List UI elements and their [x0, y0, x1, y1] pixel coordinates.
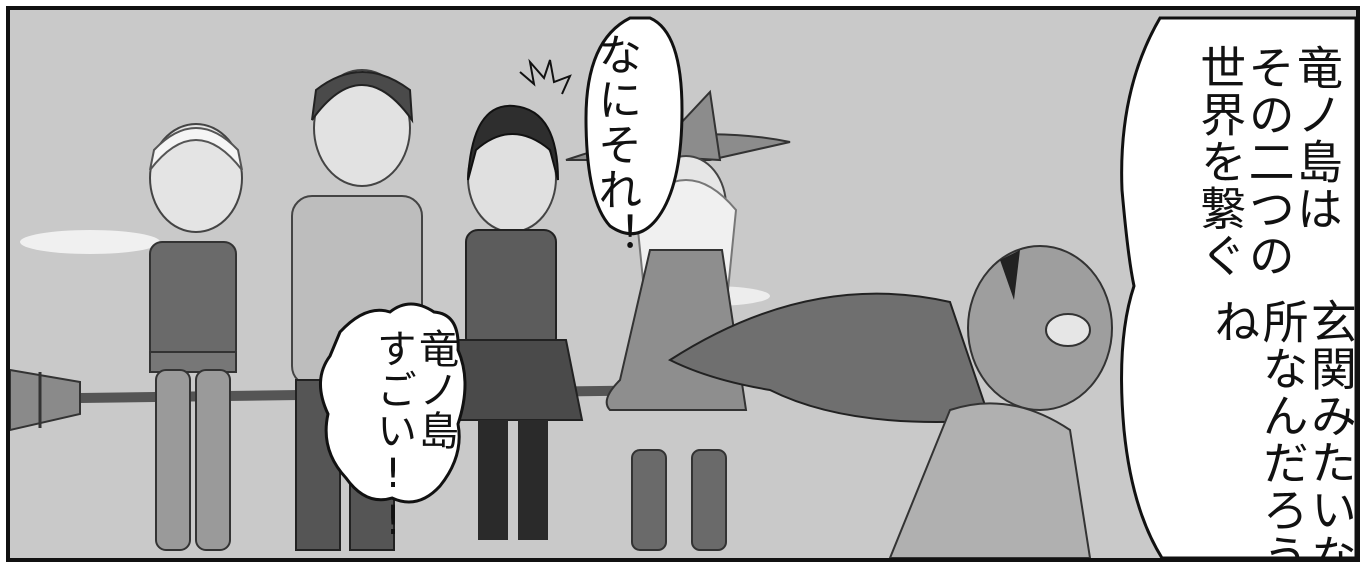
bubble-sugoi [318, 302, 467, 504]
character-dragon-girl [667, 245, 1113, 558]
narration-text-bottom: 玄関みたいな 所なんだろう ね [1207, 298, 1358, 562]
manga-panel: なにそれ！ 竜ノ島 すごい!! 竜ノ島は その二つの 世界を繋ぐ 玄関みたいな … [6, 6, 1360, 562]
scene-illustration [10, 16, 1356, 558]
narration-text-top: 竜ノ島は その二つの 世界を繋ぐ [1193, 44, 1344, 279]
character-sailor-girl [436, 104, 584, 540]
character-white-hair-boy [149, 123, 243, 551]
bubble-text-sugoi: 竜ノ島 すごい!! [370, 328, 458, 545]
bubble-narration [1120, 16, 1356, 558]
bubble-text-nanisore: なにそれ！ [590, 32, 642, 257]
anger-mark-icon [519, 58, 572, 95]
cloud-left [20, 230, 160, 254]
bubble-nanisore [584, 16, 684, 236]
character-hoodie-boy [291, 69, 423, 551]
